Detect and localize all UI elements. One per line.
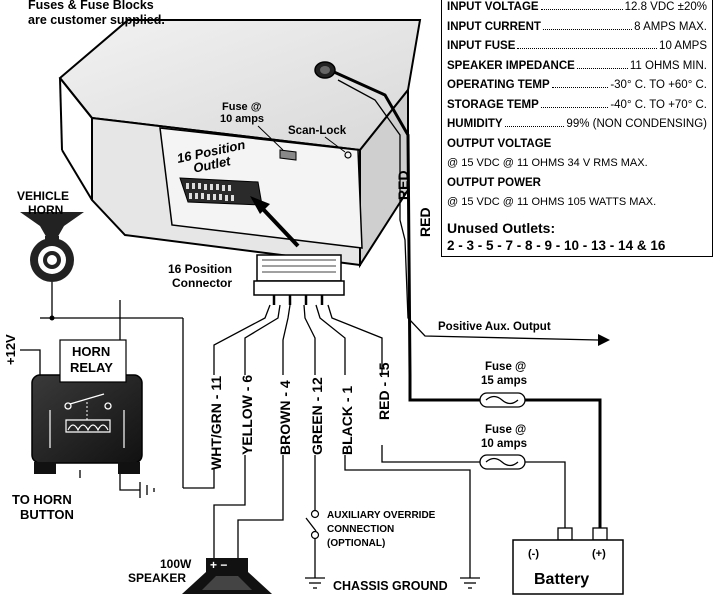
spec-value: 99% (NON CONDENSING) [566,118,707,130]
unused-outlets-title: Unused Outlets: [447,219,556,236]
battery-neg: (-) [528,548,539,560]
spec-value: 12.8 VDC ±20% [624,1,707,13]
fuse-15-label-2: 15 amps [481,375,527,387]
aux-override-line3: (OPTIONAL) [327,538,385,549]
position-connector [253,254,345,305]
relay-ground [139,482,155,498]
fuse-10-inline-label-2: 10 amps [481,438,527,450]
fuse-10-label: Fuse @ [222,101,262,113]
positive-aux-label: Positive Aux. Output [438,321,551,333]
ground-symbol [305,577,480,589]
red-label-1: RED [395,170,411,200]
to-horn-button-line2: BUTTON [20,507,74,522]
positive-aux-arrow [598,334,610,346]
plus-12v-label: +12V [3,334,18,365]
wire-wht-grn: WHT/GRN - 11 [208,376,224,470]
spec-key: INPUT CURRENT [447,20,541,33]
wire-brown: BROWN - 4 [277,380,293,455]
relay-label-line1: HORN [72,344,110,359]
red-label-2: RED [417,207,433,237]
connector-label-line1: 16 Position [168,262,232,276]
battery-pos: (+) [592,548,606,560]
outlet-port [179,177,263,206]
spec-value: -40° C. TO +70° C. [610,98,707,111]
battery [512,527,624,595]
battery-label: Battery [534,571,589,588]
speaker-label-line2: SPEAKER [128,571,186,585]
spec-row: HUMIDITY 99% (NON CONDENSING) [447,118,707,138]
fuse-10-amps: 10 amps [220,113,264,125]
output-power-value: @ 15 VDC @ 11 OHMS 105 WATTS MAX. [447,196,657,208]
chassis-ground-label: CHASSIS GROUND [333,579,448,593]
horn-label-line2: HORN [28,203,63,217]
speaker-label-line1: 100W [160,557,192,571]
unused-outlets-list: 2 - 3 - 5 - 7 - 8 - 9 - 10 - 13 - 14 & 1… [447,237,666,253]
horn-icon [20,212,84,282]
fuse-15-label-1: Fuse @ [485,361,526,373]
fuse-holder [279,149,297,161]
output-voltage-value: @ 15 VDC @ 11 OHMS 34 V RMS MAX. [447,157,648,169]
scan-lock-button [344,151,352,159]
spec-row: INPUT VOLTAGE 12.8 VDC ±20% [447,1,707,21]
supply-note: Fuses & Fuse Blocks are customer supplie… [28,0,165,28]
horn-label-line1: VEHICLE [17,189,69,203]
relay-label-line2: RELAY [70,360,113,375]
spec-key: STORAGE TEMP [447,98,539,111]
spec-value: 11 OHMS MIN. [629,59,707,72]
red-power-cable [333,70,602,528]
scan-lock-label: Scan-Lock [288,125,347,137]
spec-key: SPEAKER IMPEDANCE [447,59,575,72]
to-horn-button-line1: TO HORN [12,492,72,507]
spec-key: INPUT VOLTAGE [447,1,539,13]
control-module [58,19,422,269]
aux-override-line2: CONNECTION [327,524,394,535]
wire-red-15: RED - 15 [376,362,392,420]
svg-text:+ −: + − [210,558,227,572]
supply-note-line2: are customer supplied. [28,13,165,27]
horn-relay [31,339,143,474]
aux-override-line1: AUXILIARY OVERRIDE [327,510,436,521]
spec-key: OPERATING TEMP [447,79,550,91]
fuse-10-amps-inline [479,454,526,470]
spec-row: INPUT CURRENT 8 AMPS MAX. [447,21,707,41]
wire-yellow: YELLOW - 6 [239,375,255,455]
spec-value: -30° C. TO +60° C. [610,79,707,91]
fuse-10-inline-label-1: Fuse @ [485,424,526,436]
spec-value: 10 AMPS [659,40,707,52]
spec-key: HUMIDITY [447,118,503,130]
wire-green: GREEN - 12 [309,377,325,455]
insert-arrow [250,196,300,248]
fuse-15-amps [479,392,526,408]
wire-black: BLACK - 1 [339,386,355,455]
spec-row: STORAGE TEMP -40° C. TO +70° C. [447,99,707,119]
output-voltage-label: OUTPUT VOLTAGE [447,137,552,150]
supply-note-line1: Fuses & Fuse Blocks [28,0,154,12]
harness-wires [183,304,566,578]
spec-row: OPERATING TEMP -30° C. TO +60° C. [447,79,707,99]
connector-label-line2: Connector [172,276,232,290]
spec-value: 8 AMPS MAX. [634,20,707,33]
spec-row: INPUT FUSE 10 AMPS [447,40,707,60]
spec-table: INPUT VOLTAGE 12.8 VDC ±20% INPUT CURRENT… [441,0,713,257]
spec-row: SPEAKER IMPEDANCE 11 OHMS MIN. [447,60,707,80]
output-power-label: OUTPUT POWER [447,176,541,189]
aux-override-switch [305,509,320,540]
spec-key: INPUT FUSE [447,40,516,52]
speaker-icon: + − [182,558,272,594]
